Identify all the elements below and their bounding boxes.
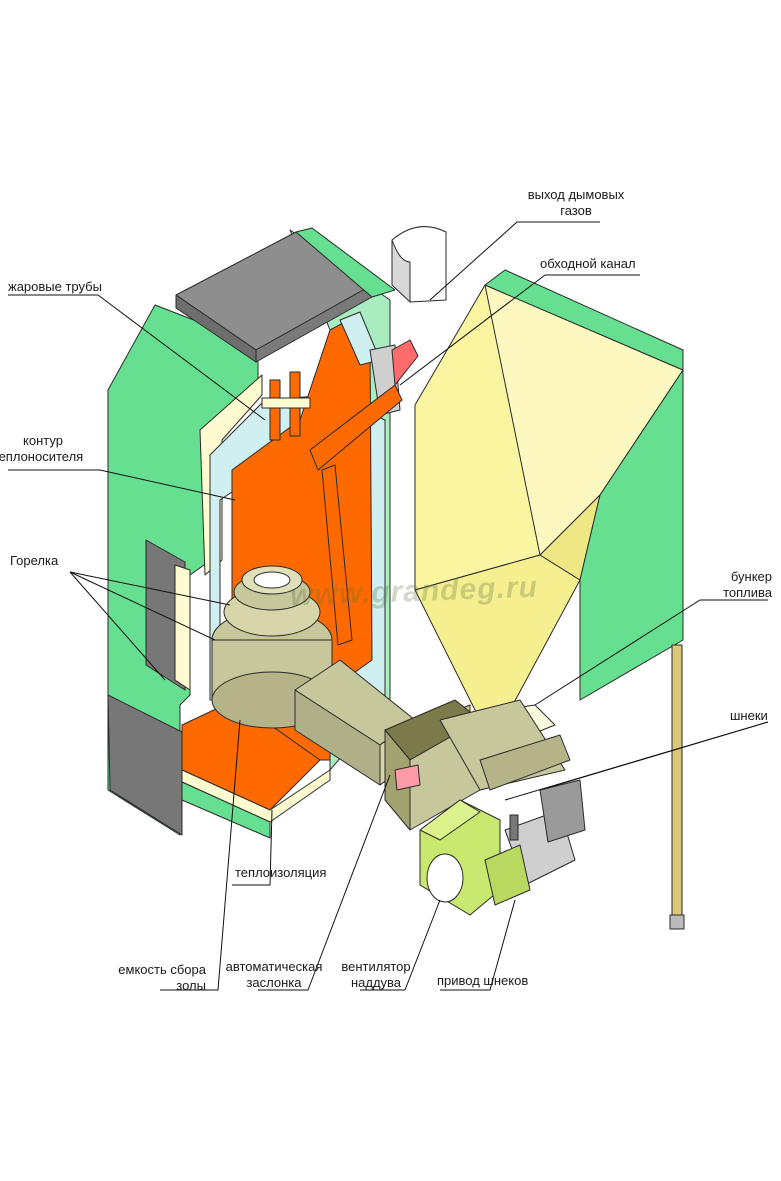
hopper-green-side xyxy=(579,369,684,701)
label-insulation: теплоизоляция xyxy=(235,865,327,880)
label-fuel-hopper: бункер топлива xyxy=(723,569,772,600)
ash-door xyxy=(107,694,183,836)
blower-fan xyxy=(419,799,531,916)
boiler-body xyxy=(107,226,447,839)
fire-tube-1 xyxy=(269,379,281,441)
label-ash-container: емкость сбора золы xyxy=(118,962,206,993)
label-bypass-channel: обходной канал xyxy=(540,256,636,271)
label-auger-drive: привод шнеков xyxy=(437,973,529,988)
label-burner: Горелка xyxy=(10,553,59,568)
label-fire-tubes: жаровые трубы xyxy=(8,279,102,294)
label-blower-fan: вентилятор наддува xyxy=(341,959,411,990)
hopper-leg xyxy=(671,644,683,916)
label-auto-damper: автоматическая заслонка xyxy=(225,959,323,990)
bypass-channel-duct xyxy=(391,339,419,386)
label-augers: шнеки xyxy=(730,708,768,723)
leader-lines xyxy=(8,221,769,991)
label-flue-gas-exit: выход дымовых газов xyxy=(527,187,625,218)
augers xyxy=(384,699,586,886)
label-coolant-circuit: контур теплоносителя xyxy=(0,433,84,464)
